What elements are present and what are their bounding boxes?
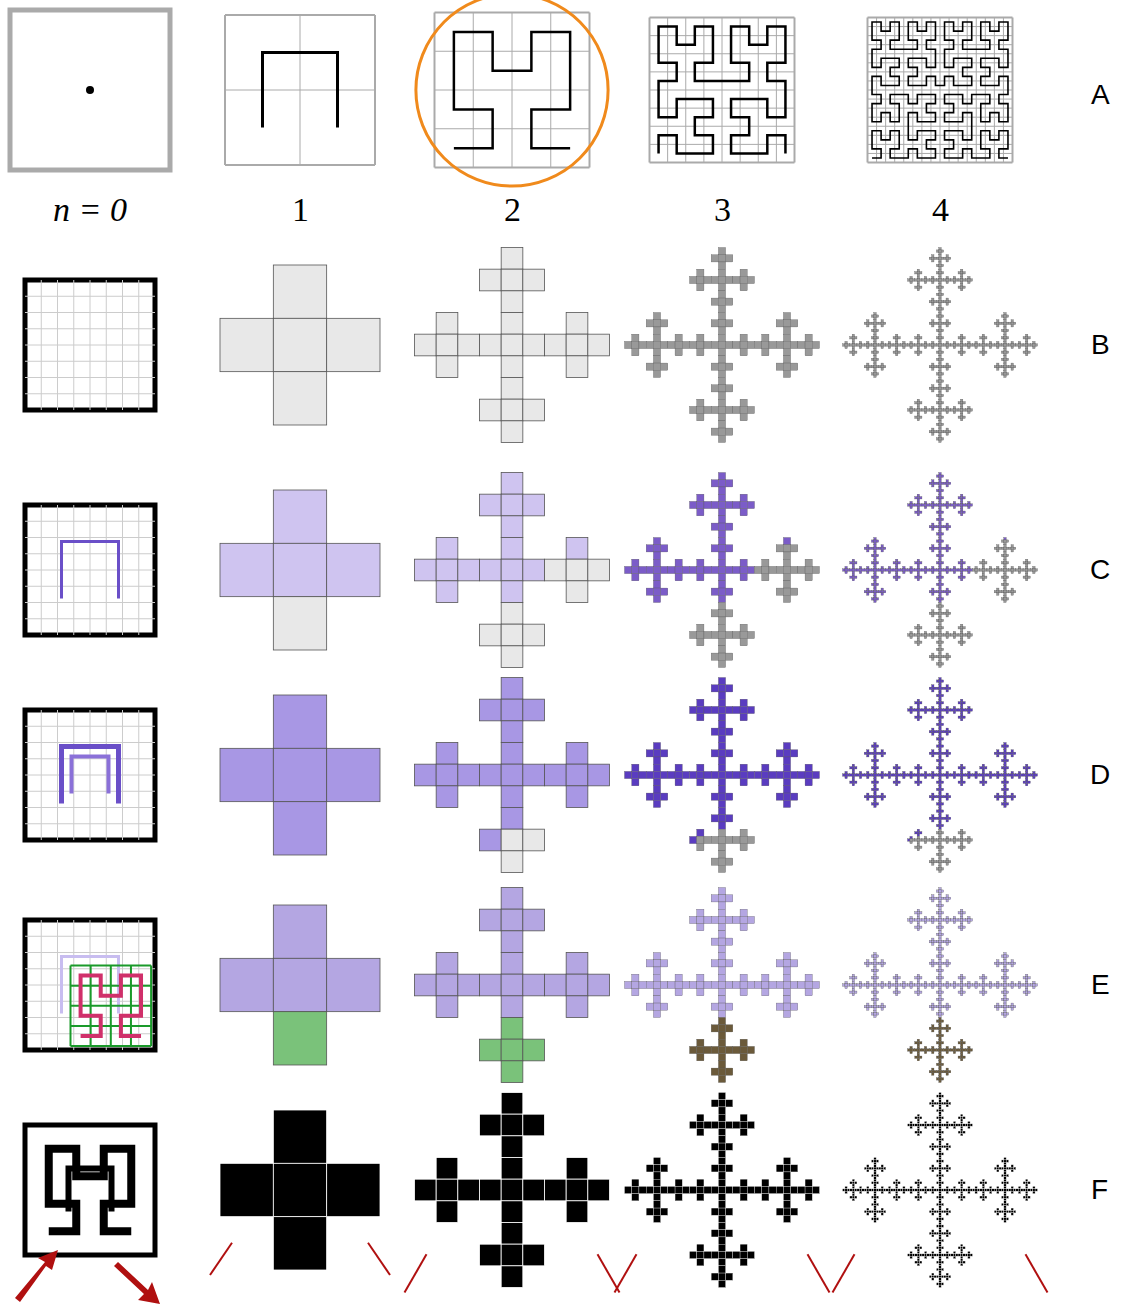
fractal-tile: [833, 1093, 1048, 1293]
fractal-tile: [210, 1110, 390, 1275]
hilbert-curve: [10, 10, 170, 170]
highlight-circle: [416, 0, 608, 186]
exit-arrow: [1026, 1254, 1048, 1292]
entry-arrow: [833, 1254, 855, 1292]
exit-arrow: [808, 1254, 830, 1292]
fractal-tile: [625, 888, 820, 1083]
row-letter: C: [1090, 554, 1110, 586]
order-label: 2: [504, 191, 521, 229]
fractal-tile: [843, 248, 1038, 443]
fractal-tile: [220, 695, 380, 855]
fractal-tile: [405, 1093, 620, 1293]
entry-arrow: [615, 1254, 637, 1292]
fractal-tile: [25, 505, 155, 635]
exit-arrow: [114, 1262, 160, 1304]
entry-arrow: [210, 1243, 232, 1275]
fractal-tile: [25, 710, 155, 840]
row-letter: D: [1090, 759, 1110, 791]
order-label: n = 0: [53, 191, 127, 229]
fractal-tile: [25, 1125, 155, 1255]
exit-arrow: [598, 1254, 620, 1292]
hilbert-curve: [416, 0, 608, 186]
hilbert-curve: [650, 18, 795, 163]
hilbert-curve: [225, 15, 375, 165]
fractal-tile: [220, 490, 380, 650]
fractal-tile: [415, 678, 610, 873]
entry-arrow: [15, 1250, 58, 1302]
fractal-tile: [843, 888, 1038, 1083]
exit-arrow: [368, 1243, 390, 1275]
fractal-tile: [220, 265, 380, 425]
fractal-tile: [415, 888, 610, 1083]
fractal-tile: [843, 473, 1038, 668]
fractal-tile: [615, 1093, 830, 1293]
row-letter: B: [1091, 329, 1110, 361]
fractal-tile: [25, 920, 155, 1050]
hilbert-curve: [868, 18, 1013, 163]
entry-arrow: [405, 1254, 427, 1292]
fractal-tile: [625, 473, 820, 668]
order-label: 4: [932, 191, 949, 229]
fractal-tile: [25, 280, 155, 410]
fractal-tile: [625, 248, 820, 443]
fractal-tile: [415, 473, 610, 668]
fractal-tile: [415, 248, 610, 443]
fractal-tile: [625, 678, 820, 873]
row-letter: A: [1091, 79, 1110, 111]
row-letter: F: [1091, 1174, 1108, 1206]
order-label: 3: [714, 191, 731, 229]
fractal-tile: [843, 678, 1038, 873]
order-label: 1: [292, 191, 309, 229]
fractal-tile: [220, 905, 380, 1065]
row-letter: E: [1091, 969, 1110, 1001]
